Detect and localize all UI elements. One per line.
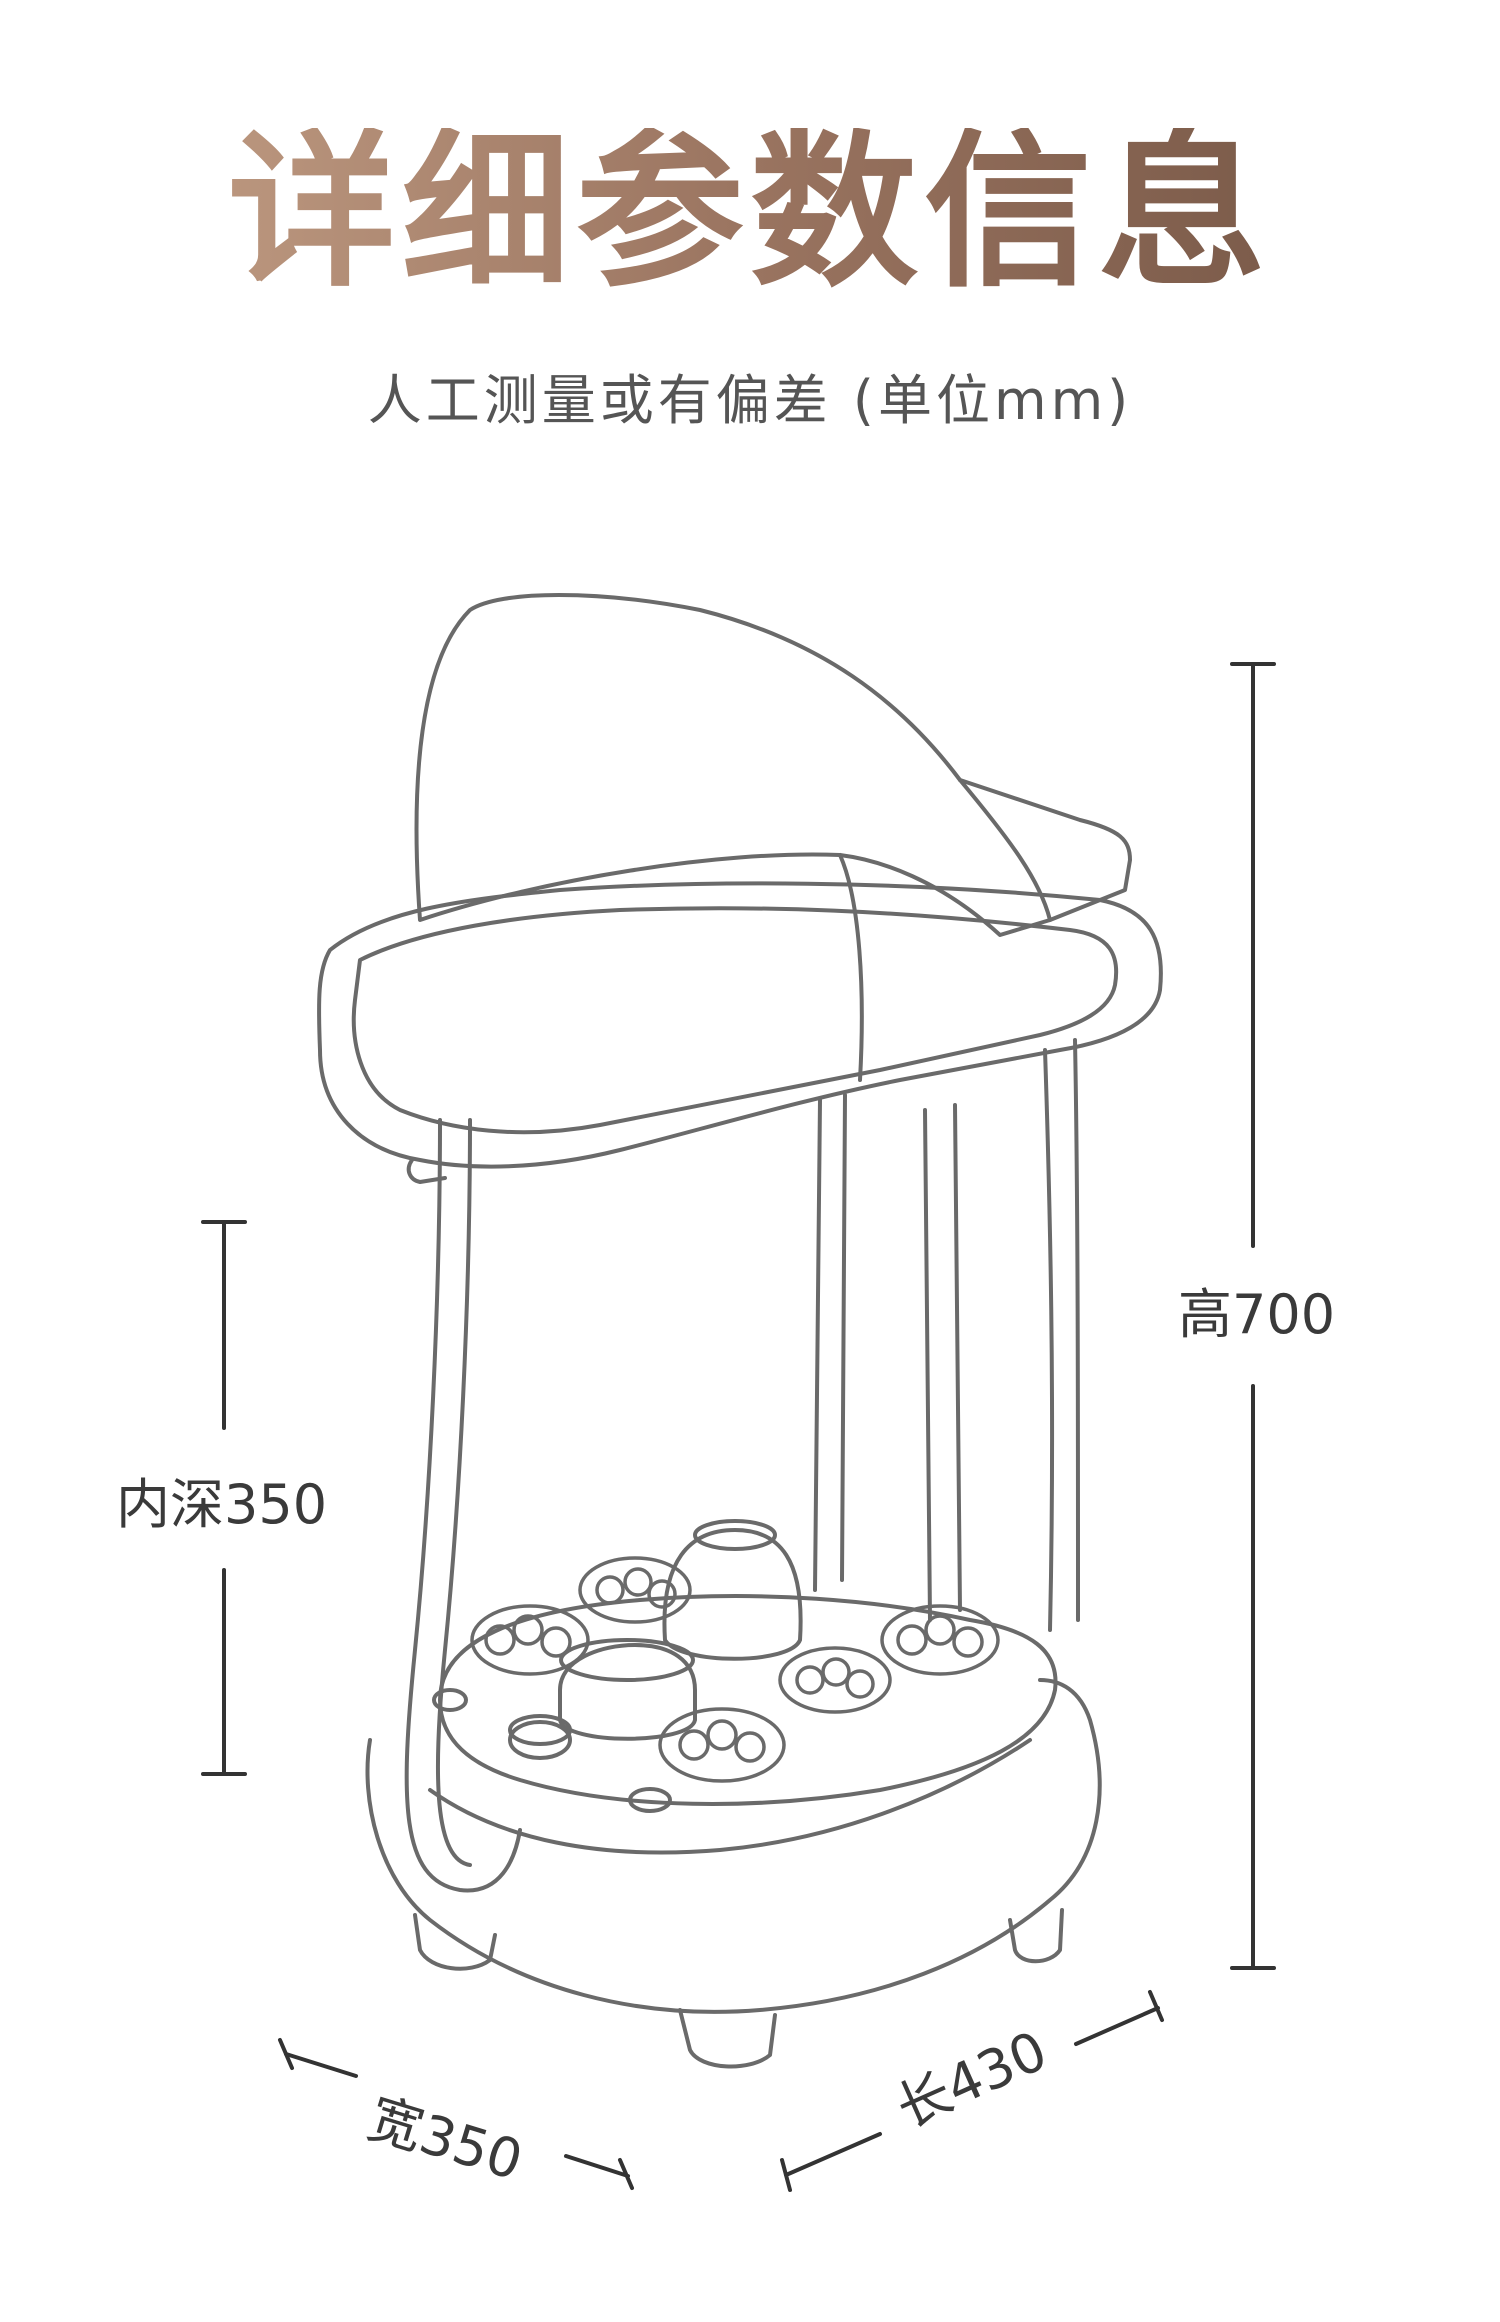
center-dome — [662, 1528, 803, 1661]
width-dimension-line — [278, 2038, 634, 2190]
front-column — [813, 1098, 822, 1592]
inner-depth-label: 内深350 — [116, 1473, 328, 1536]
wheel-right — [1008, 1908, 1064, 1964]
knob-back — [432, 1688, 468, 1712]
massage-rollers — [470, 1556, 1000, 1783]
basin-base — [365, 1678, 1102, 2014]
water-outlet — [558, 1643, 697, 1741]
depth-dimension-line — [201, 1220, 247, 1776]
height-dimension-line — [1230, 662, 1276, 1970]
height-label: 高700 — [1178, 1283, 1336, 1346]
knob-front — [628, 1787, 672, 1813]
tub-rim — [317, 881, 1163, 1169]
measurement-note: 人工测量或有偏差 (单位mm) — [367, 369, 1133, 432]
page-title: 详细参数信息 — [0, 128, 1500, 296]
length-dimension-line — [780, 1990, 1164, 2192]
rear-column — [1043, 1048, 1055, 1632]
knob-left — [508, 1720, 572, 1760]
canopy-side-panel — [958, 778, 1132, 922]
drain-hose — [404, 1118, 522, 1893]
canopy-lid — [414, 593, 1052, 937]
wheel-front — [678, 2008, 777, 2069]
wheel-left — [413, 1913, 497, 1971]
